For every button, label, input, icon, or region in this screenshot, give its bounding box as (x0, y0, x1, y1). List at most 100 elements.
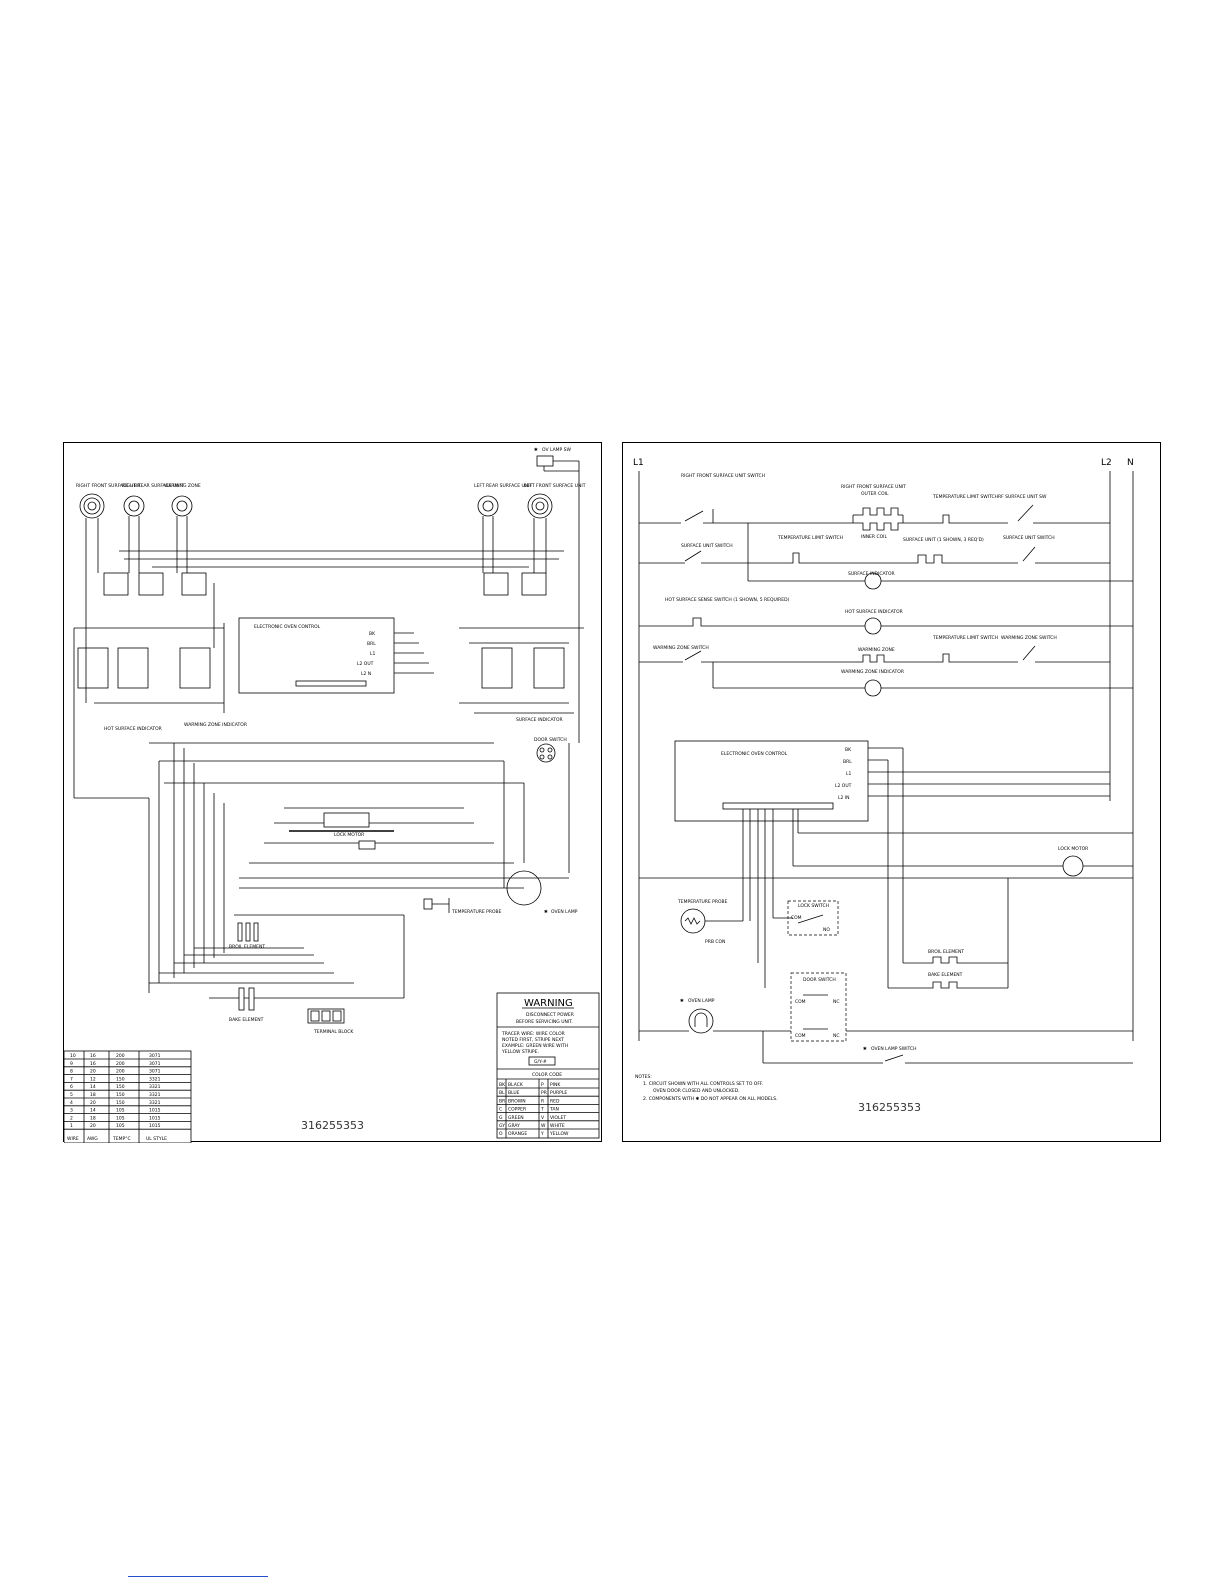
wiring-diagram-panel: ✱ OV LAMP SW RIGHT FRONT SURFACE UNIT RI… (63, 442, 602, 1143)
wire-table-cell: 9 (70, 1061, 73, 1067)
svg-text:COM: COM (795, 999, 806, 1005)
wire-table-cell: 150 (116, 1076, 125, 1082)
svg-text:INNER COIL: INNER COIL (861, 534, 887, 540)
svg-text:WARMING ZONE SWITCH: WARMING ZONE SWITCH (653, 645, 709, 651)
rail-l1-label: L1 (633, 458, 644, 468)
rr-surface-unit: RIGHT REAR SURFACE UNIT (122, 483, 184, 528)
svg-text:OVEN LAMP: OVEN LAMP (551, 909, 578, 915)
svg-text:WARMING ZONE: WARMING ZONE (858, 647, 895, 653)
ov-lamp-sw-label: OV LAMP SW (542, 447, 572, 453)
left-door-switch: DOOR SWITCH (534, 737, 567, 763)
svg-text:RIGHT FRONT SURFACE UNIT SWITC: RIGHT FRONT SURFACE UNIT SWITCH (681, 473, 765, 479)
svg-text:BRL: BRL (843, 759, 852, 765)
wire-table-cell: 6 (70, 1084, 73, 1090)
right-oven-lamp-switch: ✱ OVEN LAMP SWITCH (762, 1031, 1133, 1064)
svg-text:L1: L1 (846, 771, 852, 777)
wire-table-cell: 1 (70, 1123, 73, 1129)
svg-text:TEMPERATURE LIMIT SWITCH: TEMPERATURE LIMIT SWITCH (932, 494, 998, 500)
svg-text:BAKE ELEMENT: BAKE ELEMENT (928, 972, 963, 978)
left-hot-surface-indicator-label: HOT SURFACE INDICATOR (104, 726, 162, 732)
wire-table-cell: 3321 (149, 1084, 161, 1090)
warning-title: WARNING (524, 998, 573, 1009)
wire-table-cell: 1015 (149, 1115, 161, 1121)
left-terminal-block: TERMINAL BLOCK (307, 1008, 354, 1035)
wire-table-header: WIRE (67, 1136, 79, 1142)
wire-table-cell: 16 (90, 1061, 96, 1067)
svg-text:NC: NC (833, 1033, 840, 1039)
svg-text:BEFORE SERVICING UNIT.: BEFORE SERVICING UNIT. (516, 1019, 573, 1025)
svg-text:OVEN DOOR CLOSED AND UNLOCKED.: OVEN DOOR CLOSED AND UNLOCKED. (653, 1088, 740, 1094)
rung-surface-indicator: SURFACE INDICATOR (748, 571, 1133, 590)
wiring-diagram: ✱ OV LAMP SW RIGHT FRONT SURFACE UNIT RI… (64, 447, 600, 1143)
wire-table-cell: 20 (90, 1069, 96, 1075)
svg-text:BROIL ELEMENT: BROIL ELEMENT (229, 944, 265, 950)
wire-table-cell: 150 (116, 1092, 125, 1098)
svg-text:DISCONNECT POWER: DISCONNECT POWER (526, 1012, 574, 1018)
right-temperature-probe: TEMPERATURE PROBE PRB CON (677, 899, 743, 945)
svg-text:OVEN LAMP: OVEN LAMP (688, 998, 715, 1004)
rail-l2-label: L2 (1101, 458, 1112, 468)
color-code-cell: TAN (549, 1107, 559, 1113)
svg-text:NO: NO (823, 927, 830, 933)
bottom-link-underline (128, 1576, 268, 1577)
left-oven-control-label: ELECTRONIC OVEN CONTROL (254, 624, 321, 630)
svg-text:2. COMPONENTS WITH ✱ DO NOT: 2. COMPONENTS WITH ✱ DO NOT APPEAR ON AL… (643, 1096, 778, 1102)
color-code-cell: COPPER (508, 1107, 526, 1113)
left-oven-lamp: ✱ OVEN LAMP (506, 870, 578, 915)
color-code-cell: ORANGE (508, 1131, 527, 1137)
color-code-cell: GREEN (508, 1115, 524, 1121)
svg-text:COM: COM (791, 915, 802, 921)
svg-text:NOTES:: NOTES: (635, 1074, 652, 1080)
wire-table-cell: 1015 (149, 1123, 161, 1129)
svg-text:✱: ✱ (544, 909, 548, 915)
wire-table-cell: 200 (116, 1061, 125, 1067)
wire-table-cell: 20 (90, 1123, 96, 1129)
svg-text:SURFACE UNIT (1 SHOWN, 3 REQ'D: SURFACE UNIT (1 SHOWN, 3 REQ'D) (903, 537, 984, 543)
rung-hot-surface: HOT SURFACE SENSE SWITCH (1 SHOWN, 5 REQ… (639, 597, 1133, 635)
rung-surface-unit: SURFACE UNIT SWITCH TEMPERATURE LIMIT SW… (639, 523, 1110, 581)
svg-text:BRL: BRL (367, 641, 376, 647)
svg-text:TRACER WIRE: WIRE COLOR: TRACER WIRE: WIRE COLOR (501, 1031, 565, 1037)
wire-table-cell: 200 (116, 1069, 125, 1075)
infinite-switches-right (481, 572, 565, 689)
color-code-cell: BLUE (508, 1090, 520, 1096)
wire-table-cell: 20 (90, 1100, 96, 1106)
wire-table-cell: 16 (90, 1053, 96, 1059)
svg-text:G/Y-#: G/Y-# (534, 1059, 547, 1065)
left-bake-element: BAKE ELEMENT (229, 987, 264, 1023)
wire-table-header: UL STYLE (146, 1136, 167, 1142)
svg-text:HOT SURFACE SENSE SWITCH (1 SH: HOT SURFACE SENSE SWITCH (1 SHOWN, 5 REQ… (665, 597, 790, 603)
right-oven-control: ELECTRONIC OVEN CONTROL BK BRL L1 L2 OUT… (674, 740, 1110, 988)
color-code-cell: PURPLE (550, 1090, 567, 1096)
color-code-cell: P (541, 1082, 544, 1088)
schematic-notes: NOTES: 1. CIRCUIT SHOWN WITH ALL CONTROL… (635, 1074, 778, 1102)
svg-text:WARMING ZONE: WARMING ZONE (164, 483, 201, 489)
right-oven-control-label: ELECTRONIC OVEN CONTROL (721, 751, 788, 757)
wire-table-cell: 150 (116, 1084, 125, 1090)
wire-table-cell: 8 (70, 1069, 73, 1075)
wire-table-cell: 105 (116, 1123, 125, 1129)
wire-table-cell: 3321 (149, 1076, 161, 1082)
svg-text:DOOR SWITCH: DOOR SWITCH (803, 977, 836, 983)
color-code-cell: BK (499, 1082, 506, 1088)
wire-table-cell: 3321 (149, 1100, 161, 1106)
schematic-panel: L1 L2 N RIGHT FRONT SURFACE UNIT SWITCH … (622, 442, 1161, 1142)
right-bake-element: BAKE ELEMENT (888, 878, 1009, 989)
lr-surface-unit: LEFT REAR SURFACE UNIT (474, 483, 532, 528)
svg-text:TERMINAL BLOCK: TERMINAL BLOCK (313, 1029, 354, 1035)
wire-table-cell: 4 (70, 1100, 73, 1106)
wire-table-cell: 3071 (149, 1069, 161, 1075)
color-code-cell: PR (541, 1090, 547, 1096)
svg-text:1. CIRCUIT SHOWN WITH ALL CON: 1. CIRCUIT SHOWN WITH ALL CONTROLS SET T… (643, 1081, 763, 1087)
left-part-number: 316255353 (301, 1119, 364, 1132)
color-code-cell: GRAY (508, 1123, 520, 1129)
svg-text:HOT SURFACE INDICATOR: HOT SURFACE INDICATOR (845, 609, 903, 615)
svg-text:SURFACE INDICATOR: SURFACE INDICATOR (848, 571, 895, 577)
rf-surface-unit: RIGHT FRONT SURFACE UNIT (76, 483, 141, 528)
svg-text:EXAMPLE: GREEN WIRE WITH: EXAMPLE: GREEN WIRE WITH (502, 1043, 568, 1049)
wire-table-cell: 7 (70, 1076, 73, 1082)
svg-text:WARMING ZONE SWITCH: WARMING ZONE SWITCH (1001, 635, 1057, 641)
wire-table-cell: 5 (70, 1092, 73, 1098)
svg-text:L2 OUT: L2 OUT (357, 661, 374, 667)
